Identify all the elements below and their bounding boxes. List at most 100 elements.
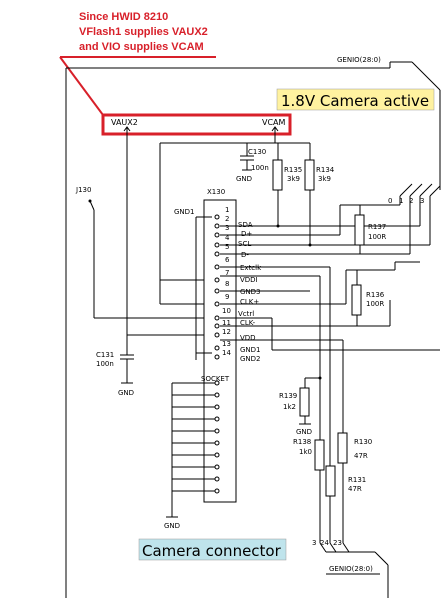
svg-text:12: 12 (222, 328, 231, 336)
socket-pin-list (172, 380, 220, 494)
svg-text:SCL: SCL (238, 240, 251, 248)
vcam-arrow-icon (271, 126, 279, 133)
x130-pin: 11 CLK- (214, 319, 256, 329)
banner-camera-active-text: 1.8V Camera active (281, 92, 429, 110)
r134-value: 3k9 (318, 175, 331, 183)
vaux2-arrow-icon (123, 126, 131, 133)
socket-pin (172, 428, 220, 434)
genio-label-bottom: GENIO(28:0) (329, 565, 373, 573)
svg-text:7: 7 (225, 269, 229, 277)
socket-pin (172, 440, 220, 446)
r139-ref: R139 (279, 392, 297, 400)
r131-value: 47R (348, 485, 362, 493)
socket-pin (172, 416, 220, 422)
socket-label: SOCKET (201, 375, 230, 383)
socket-pin (172, 464, 220, 470)
x130-pin: 10 Vctrl (214, 307, 254, 321)
hwid-note: Since HWID 8210 VFlash1 supplies VAUX2 a… (79, 11, 208, 53)
svg-text:9: 9 (225, 293, 229, 301)
r131-ref: R131 (348, 476, 366, 484)
r138-ref: R138 (293, 438, 311, 446)
note-line-1: Since HWID 8210 (79, 11, 168, 23)
r139-value: 1k2 (283, 403, 296, 411)
x130-connector-body (203, 199, 237, 503)
vaux2-label: VAUX2 (111, 118, 138, 127)
socket-pin (172, 404, 220, 410)
svg-text:6: 6 (225, 256, 230, 264)
r137-value: 100R (368, 233, 386, 241)
socket-pin (172, 452, 220, 458)
c130-value: 100n (251, 164, 269, 172)
j130-label: J130 (75, 186, 91, 194)
c130-ref: C130 (248, 148, 266, 156)
svg-text:CLK+: CLK+ (240, 298, 259, 306)
svg-text:D-: D- (241, 251, 249, 259)
bus-index: 1 (399, 197, 403, 205)
r136-body (351, 284, 362, 316)
r138-body (314, 439, 325, 471)
banner-camera-active (276, 88, 435, 111)
svg-text:10: 10 (222, 307, 231, 315)
r139-gnd-label: GND (296, 428, 312, 436)
r130-value: 47R (354, 452, 368, 460)
note-line-2: VFlash1 supplies VAUX2 (79, 26, 208, 38)
svg-text:2: 2 (225, 215, 229, 223)
banner-camera-connector (138, 538, 287, 561)
banner-camera-connector-text: Camera connector (142, 542, 282, 560)
note-line-3: and VIO supplies VCAM (79, 41, 204, 53)
note-pointer-line (59, 56, 104, 116)
svg-text:CLK-: CLK- (240, 319, 256, 327)
svg-text:5: 5 (225, 243, 229, 251)
bus-index: 23 (333, 539, 342, 547)
svg-text:1: 1 (225, 206, 229, 214)
c131-ref: C131 (96, 351, 114, 359)
socket-gnd-label: GND (164, 522, 180, 530)
svg-text:SDA: SDA (238, 221, 253, 229)
rails-highlight-box (101, 113, 292, 136)
svg-text:GND1: GND1 (240, 346, 261, 354)
bus-index: 3 (420, 197, 424, 205)
c131-value: 100n (96, 360, 114, 368)
vcam-label: VCAM (262, 118, 286, 127)
r136-value: 100R (366, 300, 384, 308)
bus-index: 24 (320, 539, 329, 547)
r139-body (299, 387, 310, 417)
r135-ref: R135 (284, 166, 302, 174)
svg-text:14: 14 (222, 349, 231, 357)
socket-pin (172, 488, 220, 494)
c131-gnd-label: GND (118, 389, 134, 397)
svg-text:Extclk: Extclk (240, 264, 262, 272)
socket-pin (172, 380, 220, 386)
svg-text:GND3: GND3 (240, 288, 261, 296)
r138-value: 1k0 (299, 448, 312, 456)
svg-text:Vctrl: Vctrl (238, 310, 254, 318)
bus-index: 0 (388, 197, 392, 205)
svg-text:3: 3 (225, 224, 229, 232)
svg-text:8: 8 (225, 280, 229, 288)
svg-text:VDDI: VDDI (240, 276, 258, 284)
r134-body (304, 159, 315, 191)
x130-pin: 5D- (214, 243, 249, 259)
svg-text:11: 11 (222, 319, 231, 327)
svg-text:D+: D+ (241, 230, 252, 238)
socket-pin (172, 476, 220, 482)
x130-ref: X130 (207, 188, 225, 196)
r136-ref: R136 (366, 291, 385, 299)
gnd1-label: GND1 (174, 208, 195, 216)
genio-label-top: GENIO(28:0) (337, 56, 381, 64)
r135-value: 3k9 (287, 175, 300, 183)
svg-text:13: 13 (222, 340, 231, 348)
x130-pin: 1 (214, 206, 229, 220)
r130-ref: R130 (354, 438, 372, 446)
